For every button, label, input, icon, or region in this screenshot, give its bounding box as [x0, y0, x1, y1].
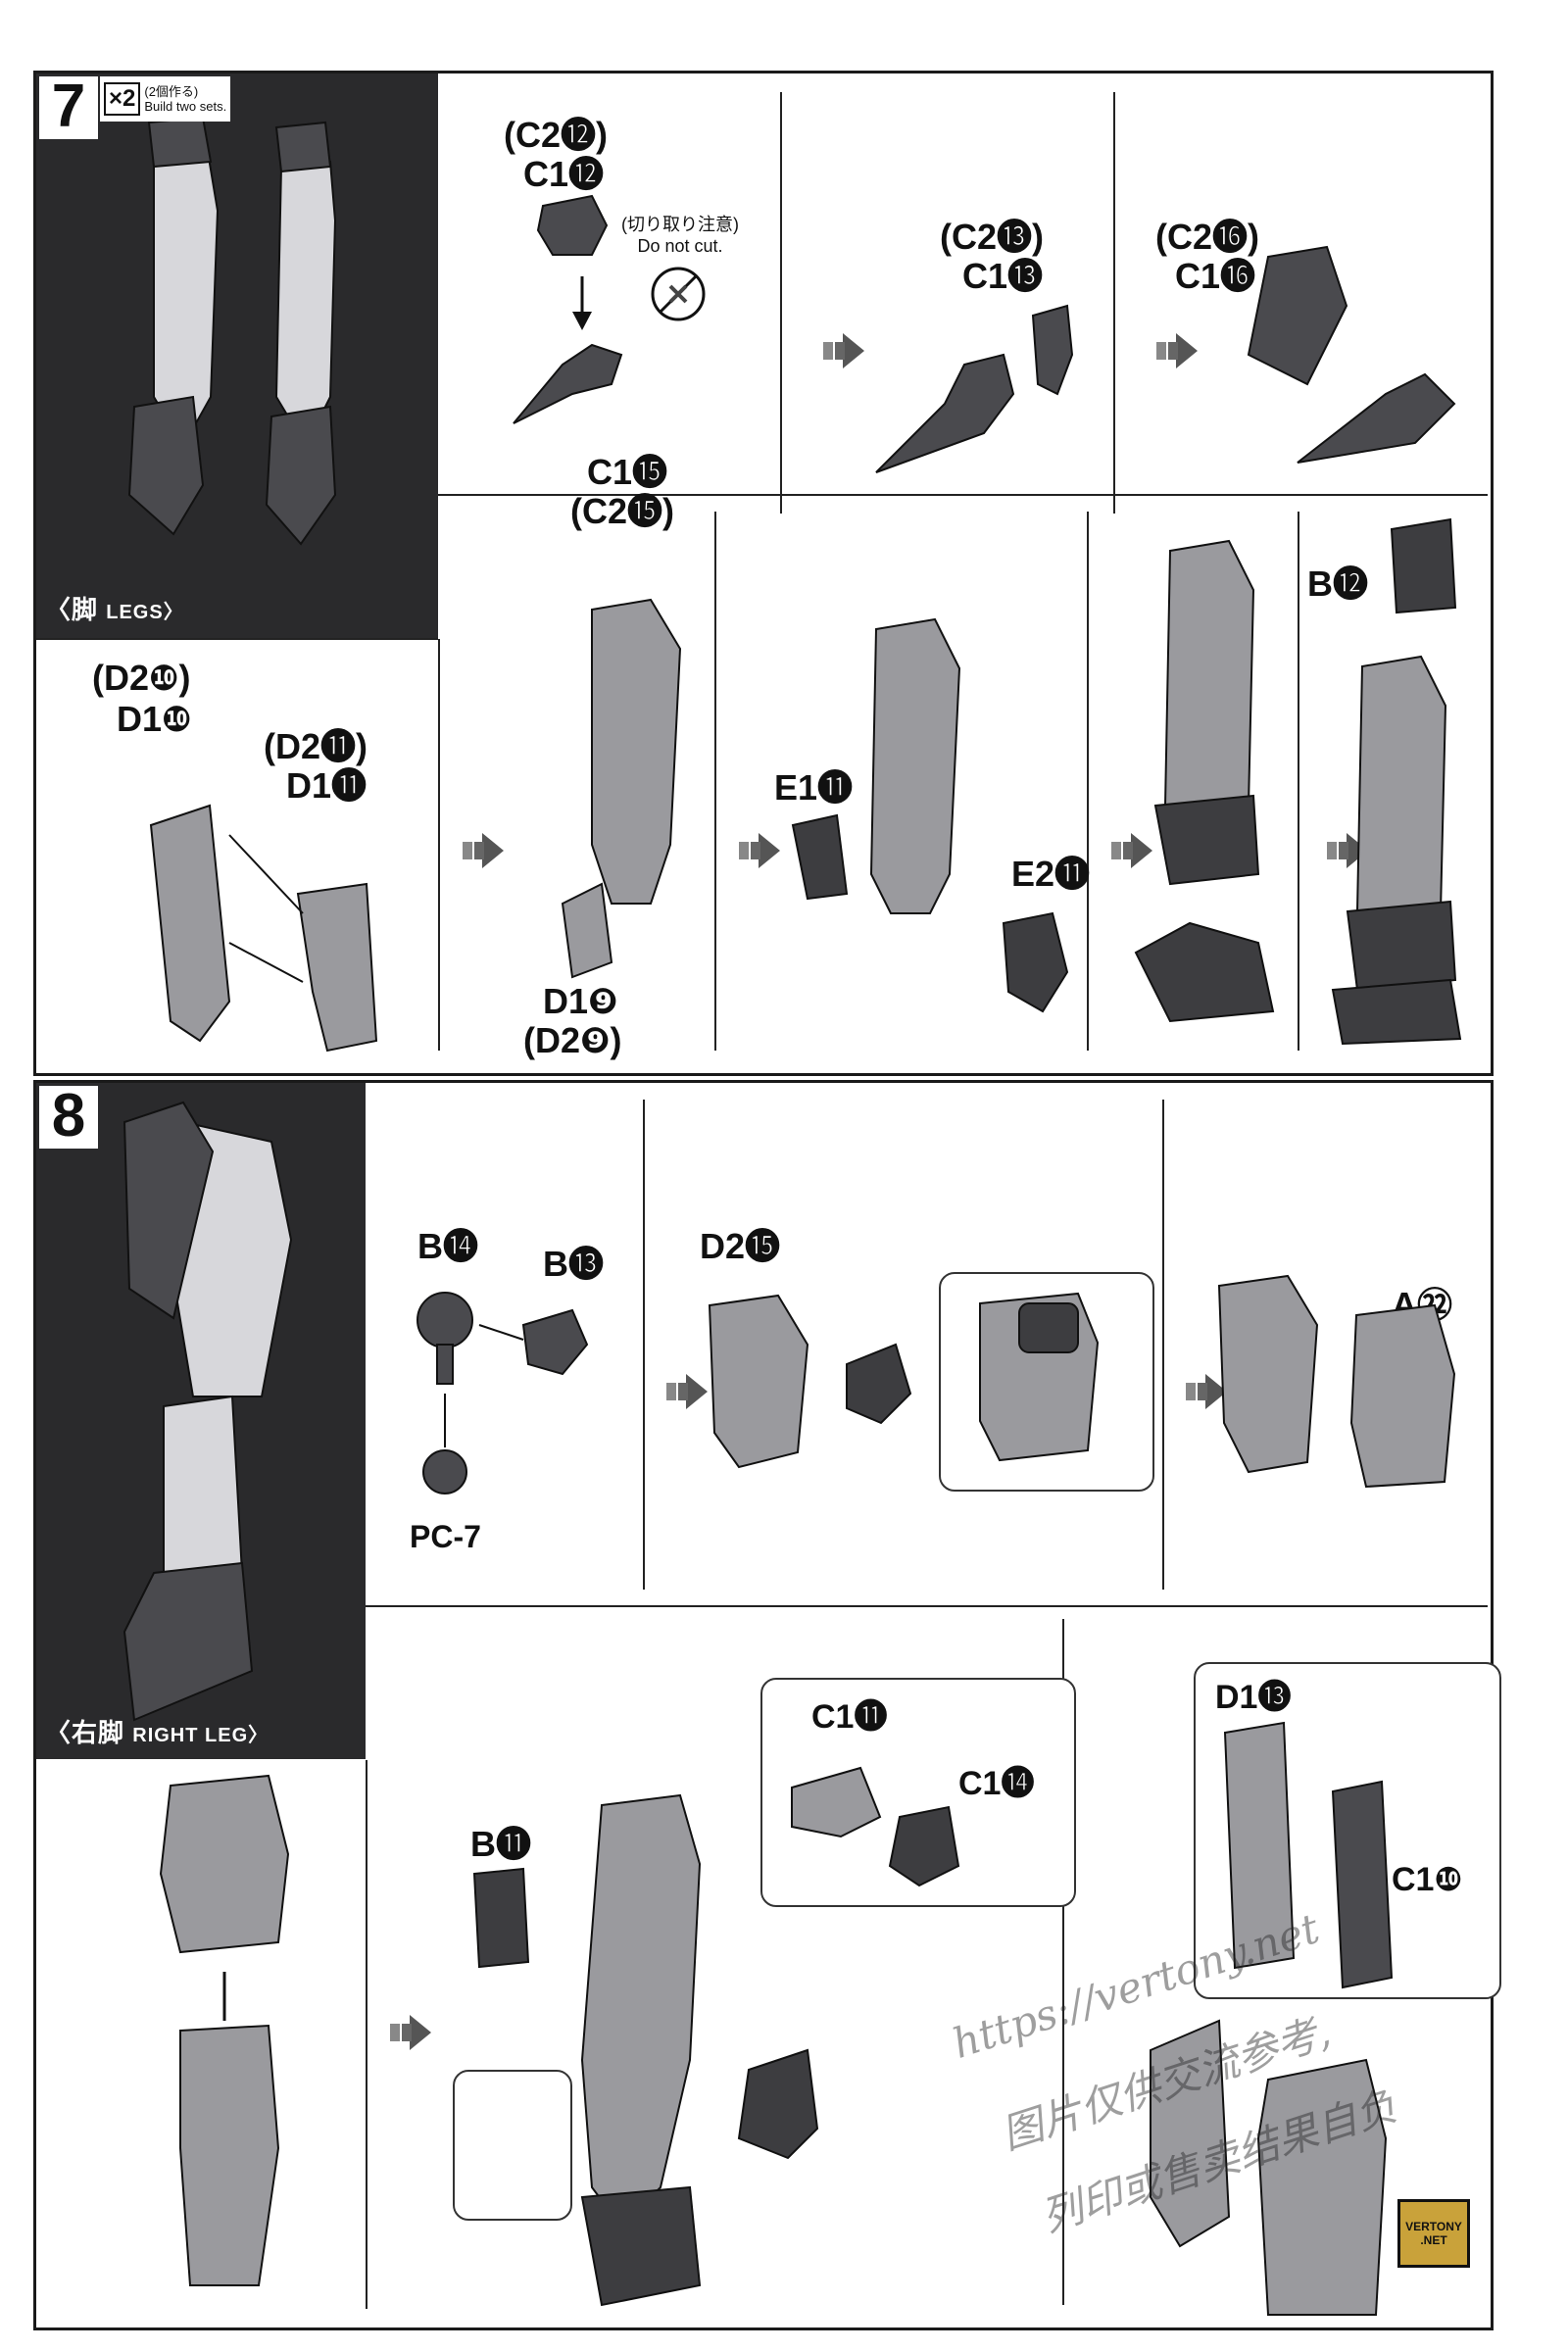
part-label-e2-11: E2⓫	[1011, 854, 1091, 894]
shin-assembly-drawing	[791, 617, 1069, 1013]
part-label-d2-11: (D2⓫)	[264, 726, 368, 766]
step7-multiplier: ×2	[104, 82, 141, 116]
part-d1-10-d1-11-drawing	[149, 804, 378, 1053]
step8-caption-jp: 〈右脚	[45, 1718, 125, 1747]
part-c1-16-assembly	[1247, 245, 1456, 464]
knee-cover-drawing	[159, 1774, 290, 2286]
vertony-logo: VERTONY .NET	[1397, 2199, 1470, 2268]
leg-with-foot-drawing	[1134, 539, 1275, 1023]
step8-caption: 〈右脚 RIGHT LEG〉	[45, 1713, 269, 1749]
part-c1-13-assembly	[875, 304, 1074, 473]
part-label-c1-14: C1⓮	[958, 1765, 1035, 1802]
step7-caption-jp: 〈脚	[45, 595, 99, 624]
step8-divider-1	[643, 1100, 645, 1590]
step7-note-en: Build two sets.	[144, 99, 227, 114]
step7-legs-illustration	[127, 116, 337, 546]
part-label-c2-13: (C2⓭)	[940, 217, 1044, 257]
step8-divider-4	[1062, 1619, 1064, 2305]
part-label-c2-12: (C2⓬)	[504, 115, 608, 155]
logo-line1: VERTONY	[1405, 2220, 1462, 2233]
do-not-cut-jp: (切り取り注意)	[621, 215, 739, 234]
part-c1-12-drawing	[536, 194, 609, 256]
part-label-d2-15: D2⓯	[700, 1226, 781, 1266]
part-label-e1-11: E1⓫	[774, 767, 854, 808]
part-label-b-14: B⓮	[417, 1226, 478, 1266]
part-label-b-11: B⓫	[470, 1824, 531, 1864]
step7-divider-1	[780, 92, 782, 514]
thigh-assembly-drawing	[1150, 2019, 1388, 2316]
no-cut-icon	[651, 267, 706, 321]
logo-line2: .NET	[1420, 2233, 1447, 2247]
step7-note: (2個作る) Build two sets.	[144, 84, 226, 114]
step8-row-divider	[366, 1605, 1488, 1607]
detail-inset-box	[939, 1272, 1154, 1492]
detail-inset-drawing	[979, 1292, 1100, 1462]
step7-divider-2	[1113, 92, 1115, 514]
flow-arrow	[463, 833, 504, 868]
part-label-c2-15: (C2⓯)	[570, 491, 674, 531]
step7-number: 7	[39, 76, 98, 139]
flow-arrow	[1156, 333, 1198, 368]
step7-caption: 〈脚 LEGS〉	[45, 590, 184, 626]
flow-arrow	[666, 1374, 708, 1409]
step8-divider-2	[1162, 1100, 1164, 1590]
part-label-c1-10: C1❿	[1392, 1861, 1463, 1898]
leg-with-b11-assembly	[472, 1793, 819, 2307]
part-d2-15-drawing	[708, 1294, 912, 1469]
part-label-d1-13: D1⓭	[1215, 1679, 1292, 1716]
part-label-b-12: B⓬	[1307, 564, 1368, 604]
step7-divider-6	[1298, 512, 1299, 1051]
flow-arrow	[1111, 833, 1152, 868]
part-c1-11-c1-14-drawing	[791, 1766, 960, 1887]
part-a22-assembly	[1217, 1274, 1456, 1489]
step7-divider-3	[438, 639, 440, 1051]
step7-divider-5	[1087, 512, 1089, 1051]
part-label-d1-9: D1❾	[543, 981, 618, 1021]
step7-multiplier-box: ×2 (2個作る) Build two sets.	[100, 76, 231, 122]
part-b14-b13-pc7-drawing	[416, 1292, 589, 1494]
part-label-c1-13: C1⓭	[962, 256, 1044, 296]
part-label-pc-7: PC-7	[410, 1519, 481, 1554]
part-label-c1-16: C1⓰	[1175, 256, 1256, 296]
step8-divider-3	[366, 1760, 368, 2309]
flow-arrow	[823, 333, 864, 368]
part-label-c1-12: C1⓬	[523, 154, 605, 194]
step7-row-divider	[438, 494, 1488, 496]
part-label-c1-15: C1⓯	[587, 452, 668, 492]
step7-reference-panel	[36, 74, 438, 638]
do-not-cut-note: (切り取り注意) Do not cut.	[612, 214, 749, 257]
step7-row-divider-left	[36, 638, 438, 640]
step8-right-leg-illustration	[122, 1101, 293, 1722]
flow-arrow	[1186, 1374, 1227, 1409]
step7-caption-en: LEGS〉	[106, 602, 184, 623]
part-label-d1-10: D1❿	[117, 699, 192, 739]
step7-divider-4	[714, 512, 716, 1051]
detail-inset-c1-11-c1-14: C1⓫ C1⓮	[760, 1678, 1076, 1907]
detail-inset-d1-13-c1-10: D1⓭ C1❿	[1194, 1662, 1501, 1999]
flow-arrow	[390, 2015, 431, 2050]
b11-detail-inset	[453, 2070, 572, 2221]
step8-number: 8	[39, 1086, 98, 1149]
part-label-d2-10: (D2❿)	[92, 658, 191, 698]
part-c1-15-drawing	[513, 343, 623, 424]
do-not-cut-en: Do not cut.	[637, 236, 723, 256]
part-label-b-13: B⓭	[543, 1244, 604, 1284]
part-label-c2-16: (C2⓰)	[1155, 217, 1259, 257]
leg-complete-drawing	[1331, 517, 1462, 1046]
step8-caption-en: RIGHT LEG〉	[132, 1725, 270, 1746]
arrow-down-icon	[572, 276, 592, 330]
part-label-c1-11: C1⓫	[811, 1698, 888, 1736]
part-label-d1-11: D1⓫	[286, 765, 368, 806]
part-d1-13-c1-10-drawing	[1223, 1721, 1394, 1989]
step7-note-jp: (2個作る)	[144, 84, 199, 99]
step8-reference-panel	[36, 1083, 366, 1759]
shin-part-drawing	[561, 598, 682, 979]
instruction-page: 7 ×2 (2個作る) Build two sets. 〈脚 LEGS〉 (C2…	[33, 71, 1501, 2330]
flow-arrow	[739, 833, 780, 868]
part-label-d2-9: (D2❾)	[523, 1020, 622, 1060]
